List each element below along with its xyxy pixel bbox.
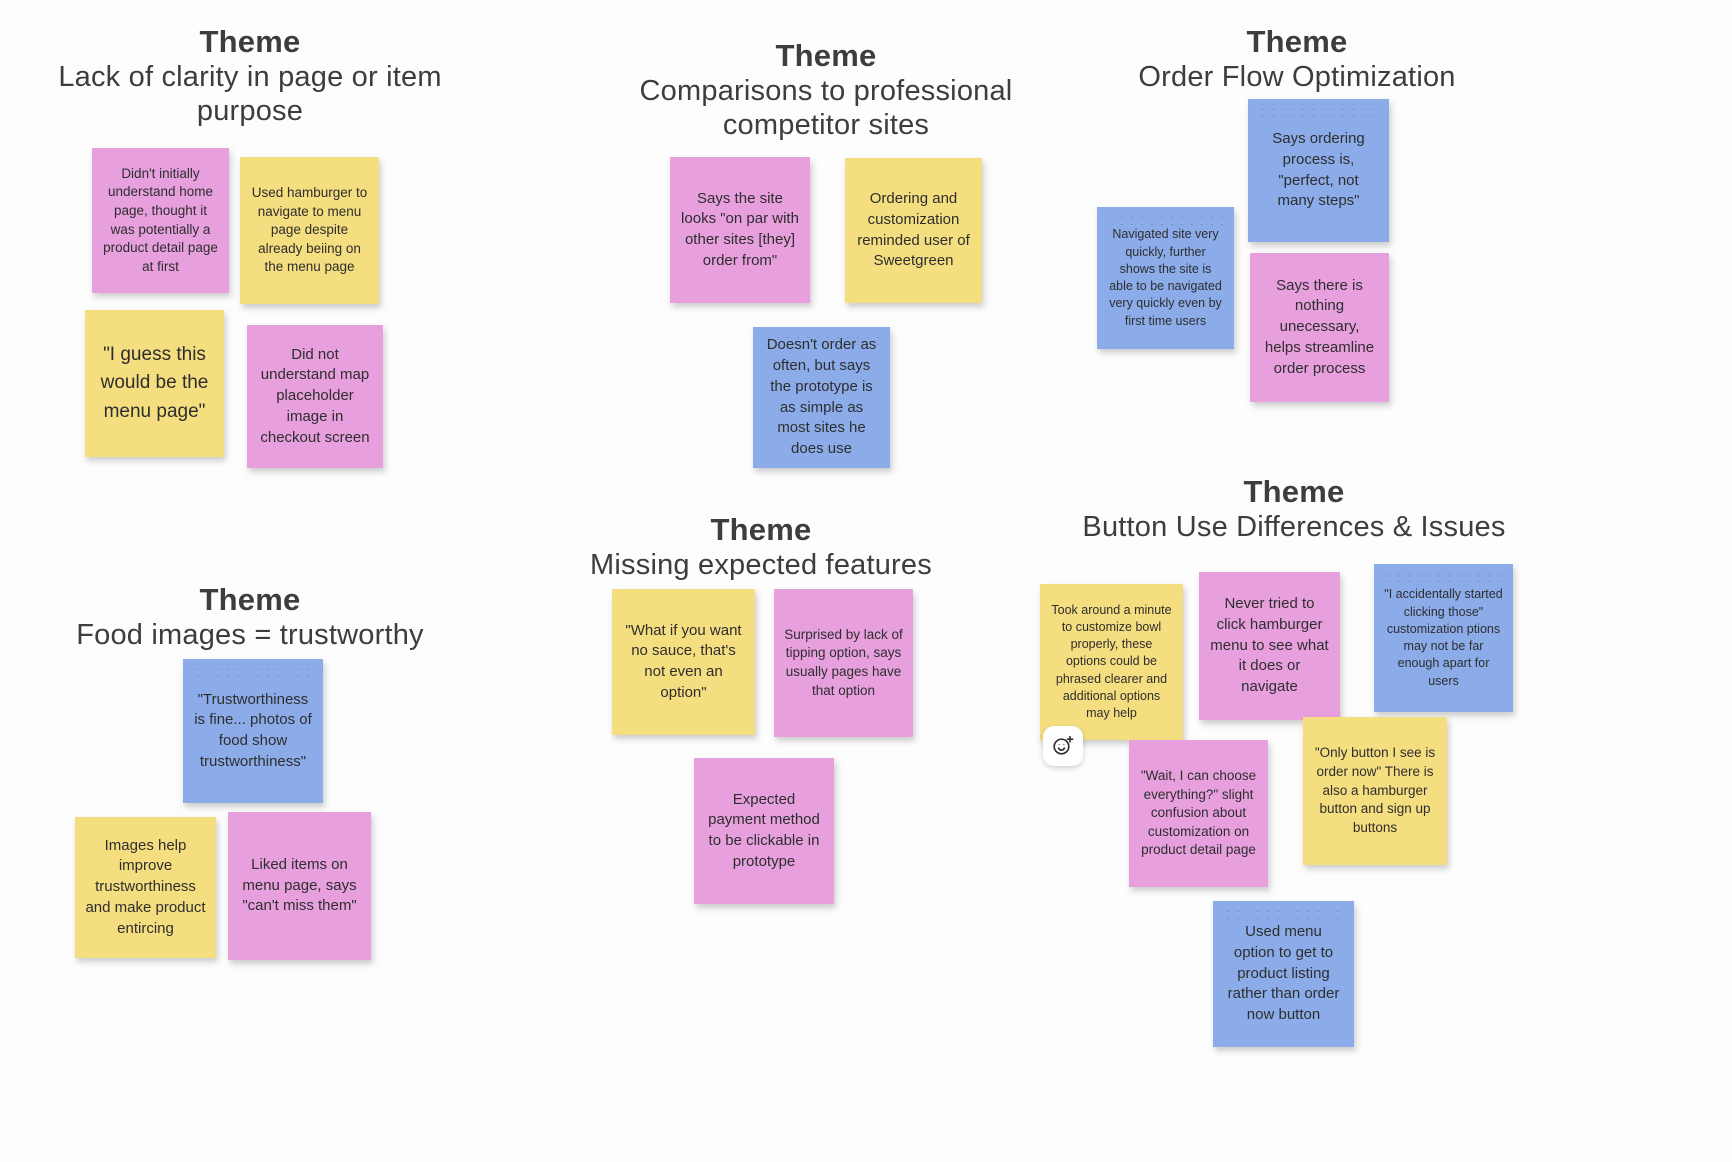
sticky-note[interactable]: Says ordering process is, "perfect, not … [1248, 99, 1389, 242]
sticky-note-text: Expected payment method to be clickable … [708, 790, 820, 870]
theme-text: Missing expected features [590, 548, 932, 581]
sticky-note-text: Never tried to click hamburger menu to s… [1210, 595, 1329, 696]
sticky-note-text: Liked items on menu page, says "can't mi… [242, 855, 357, 915]
sticky-note-text: "Wait, I can choose everything?" slight … [1140, 767, 1257, 858]
sticky-note[interactable]: "Wait, I can choose everything?" slight … [1129, 740, 1268, 887]
sticky-note[interactable]: "I accidentally started clicking those" … [1374, 564, 1513, 712]
add-reaction-icon [1051, 734, 1075, 758]
sticky-note[interactable]: Took around a minute to customize bowl p… [1040, 584, 1183, 740]
theme-title-missing-expected-features: Theme Missing expected features [551, 512, 971, 582]
theme-text: Lack of clarity in page or item purpose [58, 60, 442, 128]
sticky-note[interactable]: Liked items on menu page, says "can't mi… [228, 812, 371, 960]
theme-title-button-use-differences: Theme Button Use Differences & Issues [1034, 474, 1554, 544]
sticky-note-text: Used menu option to get to product listi… [1227, 923, 1340, 1024]
sticky-note-text: Doesn't order as often, but says the pro… [766, 336, 877, 457]
theme-label: Theme [1243, 474, 1345, 509]
sticky-note-text: "Only button I see is order now" There i… [1314, 745, 1436, 835]
sticky-note-text: "What if you want no sauce, that's not e… [625, 621, 742, 701]
sticky-note-text: Says the site looks "on par with other s… [681, 189, 799, 269]
theme-label: Theme [199, 24, 301, 59]
sticky-note[interactable]: Says there is nothing unecessary, helps … [1250, 253, 1389, 402]
sticky-note-text: "I accidentally started clicking those" … [1384, 587, 1503, 688]
theme-text: Order Flow Optimization [1138, 60, 1456, 93]
theme-label: Theme [710, 512, 812, 547]
theme-title-food-images-trustworthy: Theme Food images = trustworthy [40, 582, 460, 652]
theme-title-competitor-comparisons: Theme Comparisons to professional compet… [616, 38, 1036, 143]
theme-label: Theme [199, 582, 301, 617]
sticky-note-text: Surprised by lack of tipping option, say… [784, 626, 903, 698]
sticky-note[interactable]: Used hamburger to navigate to menu page … [240, 157, 379, 304]
sticky-note-text: Says there is nothing unecessary, helps … [1264, 276, 1375, 377]
sticky-note[interactable]: Used menu option to get to product listi… [1213, 901, 1354, 1047]
sticky-note[interactable]: Never tried to click hamburger menu to s… [1199, 572, 1340, 720]
sticky-note-text: Images help improve trustworthiness and … [85, 836, 206, 937]
theme-title-lack-of-clarity: Theme Lack of clarity in page or item pu… [40, 24, 460, 129]
sticky-note[interactable]: "I guess this would be the menu page" [85, 310, 224, 457]
sticky-note-text: "Trustworthiness is fine... photos of fo… [194, 690, 312, 770]
sticky-note-text: Ordering and customization reminded user… [857, 190, 970, 270]
sticky-note-text: Navigated site very quickly, further sho… [1109, 227, 1222, 328]
sticky-note[interactable]: Says the site looks "on par with other s… [670, 157, 810, 303]
theme-text: Button Use Differences & Issues [1082, 510, 1506, 543]
sticky-note[interactable]: Surprised by lack of tipping option, say… [774, 589, 913, 737]
sticky-note[interactable]: Images help improve trustworthiness and … [75, 817, 216, 958]
sticky-note-text: "I guess this would be the menu page" [100, 343, 209, 422]
sticky-note-text: Did not understand map placeholder image… [260, 345, 370, 446]
sticky-note[interactable]: Did not understand map placeholder image… [247, 325, 383, 468]
sticky-note-text: Says ordering process is, "perfect, not … [1272, 130, 1365, 210]
theme-title-order-flow-optimization: Theme Order Flow Optimization [1087, 24, 1507, 94]
sticky-note-text: Didn't initially understand home page, t… [103, 165, 218, 274]
sticky-note-text: Used hamburger to navigate to menu page … [251, 184, 368, 275]
theme-text: Food images = trustworthy [76, 618, 424, 651]
theme-text: Comparisons to professional competitor s… [639, 74, 1013, 142]
sticky-note[interactable]: Didn't initially understand home page, t… [92, 148, 229, 293]
sticky-note[interactable]: Navigated site very quickly, further sho… [1097, 207, 1234, 349]
sticky-note-text: Took around a minute to customize bowl p… [1051, 602, 1172, 721]
sticky-note[interactable]: Ordering and customization reminded user… [845, 158, 982, 303]
sticky-note[interactable]: "What if you want no sauce, that's not e… [612, 589, 755, 735]
theme-label: Theme [1246, 24, 1348, 59]
sticky-note[interactable]: Expected payment method to be clickable … [694, 758, 834, 904]
add-reaction-button[interactable] [1043, 726, 1083, 766]
sticky-note[interactable]: Doesn't order as often, but says the pro… [753, 327, 890, 468]
theme-label: Theme [775, 38, 877, 73]
sticky-note[interactable]: "Trustworthiness is fine... photos of fo… [183, 659, 323, 803]
sticky-note[interactable]: "Only button I see is order now" There i… [1303, 717, 1447, 865]
